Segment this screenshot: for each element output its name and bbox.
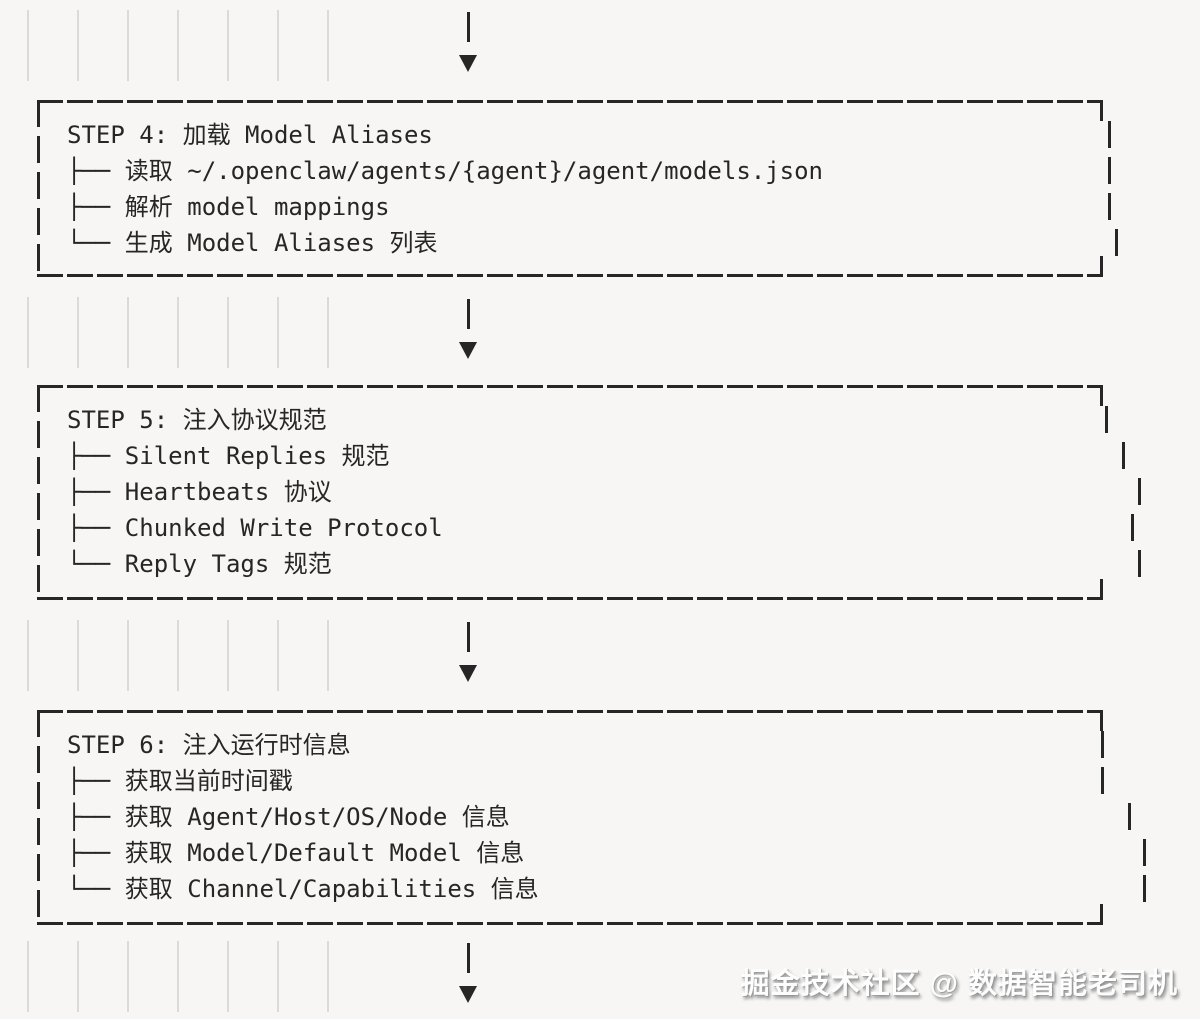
arrow-shaft xyxy=(466,943,470,973)
column-guide-line xyxy=(127,941,129,1012)
arrow-shaft xyxy=(466,299,470,329)
step5-title: STEP 5: 注入协议规范 xyxy=(67,406,327,434)
step5-item-3: ├── Chunked Write Protocol xyxy=(67,514,443,542)
arrow-shaft xyxy=(466,12,470,42)
box-border-right-tick xyxy=(1138,550,1141,577)
box-border-left xyxy=(37,385,40,600)
column-guide-line xyxy=(127,620,129,691)
step4-item-2: ├── 解析 model mappings xyxy=(67,193,390,221)
column-guide-line xyxy=(77,10,79,81)
column-guide-line xyxy=(177,941,179,1012)
box-border-right-tick xyxy=(1108,121,1111,148)
box-border-right-tick xyxy=(1115,229,1118,256)
arrow-down-icon xyxy=(457,299,479,359)
column-guide-line xyxy=(277,10,279,81)
arrow-head xyxy=(459,986,477,1003)
arrow-head xyxy=(459,342,477,359)
box-corner-top-right xyxy=(1100,385,1103,406)
step4-item-3: └── 生成 Model Aliases 列表 xyxy=(67,229,438,257)
box-border-top xyxy=(37,710,1103,713)
flow-connector-4-5 xyxy=(0,297,1200,377)
column-guide-line xyxy=(27,297,29,368)
column-guide-line xyxy=(327,941,329,1012)
arrow-shaft xyxy=(466,622,470,652)
column-guide-line xyxy=(327,10,329,81)
box-corner-bottom-right xyxy=(1100,256,1103,277)
box-border-bottom xyxy=(37,274,1103,277)
flow-connector-5-6 xyxy=(0,620,1200,700)
column-guide-line xyxy=(27,620,29,691)
step6-item-2: ├── 获取 Agent/Host/OS/Node 信息 xyxy=(67,803,510,831)
column-guide-line xyxy=(227,297,229,368)
box-border-left xyxy=(37,100,40,277)
box-border-right-tick xyxy=(1105,406,1108,433)
step4-box: STEP 4: 加载 Model Aliases ├── 读取 ~/.openc… xyxy=(37,100,1118,277)
column-guide-line xyxy=(277,941,279,1012)
step5-item-2: ├── Heartbeats 协议 xyxy=(67,478,332,506)
flow-connector-bottom xyxy=(0,941,1200,1019)
step6-item-1: ├── 获取当前时间戳 xyxy=(67,767,293,795)
box-border-bottom xyxy=(37,922,1103,925)
box-border-top xyxy=(37,100,1103,103)
box-border-right-tick xyxy=(1131,514,1134,541)
box-border-right-tick xyxy=(1143,839,1146,866)
box-border-right-tick xyxy=(1138,478,1141,505)
arrow-down-icon xyxy=(457,943,479,1003)
arrow-down-icon xyxy=(457,622,479,682)
step4-item-1: ├── 读取 ~/.openclaw/agents/{agent}/agent/… xyxy=(67,157,824,185)
box-border-top xyxy=(37,385,1103,388)
arrow-down-icon xyxy=(457,12,479,72)
column-guide-line xyxy=(77,297,79,368)
step6-item-3: ├── 获取 Model/Default Model 信息 xyxy=(67,839,525,867)
box-border-right-tick xyxy=(1122,442,1125,469)
box-corner-top-right xyxy=(1100,710,1103,731)
box-border-right-tick xyxy=(1101,767,1104,794)
column-guide-line xyxy=(77,620,79,691)
step6-title: STEP 6: 注入运行时信息 xyxy=(67,731,351,759)
step6-box: STEP 6: 注入运行时信息 ├── 获取当前时间戳 ├── 获取 Agent… xyxy=(37,710,1146,925)
column-guide-line xyxy=(27,10,29,81)
column-guides xyxy=(27,297,329,368)
box-border-left xyxy=(37,710,40,925)
column-guide-line xyxy=(177,10,179,81)
column-guide-line xyxy=(277,297,279,368)
arrow-head xyxy=(459,55,477,72)
step5-box: STEP 5: 注入协议规范 ├── Silent Replies 规范 ├──… xyxy=(37,385,1141,600)
box-border-right-tick xyxy=(1101,731,1104,758)
column-guide-line xyxy=(327,620,329,691)
box-border-right-tick xyxy=(1128,803,1131,830)
column-guide-line xyxy=(327,297,329,368)
box-border-bottom xyxy=(37,597,1103,600)
column-guide-line xyxy=(227,10,229,81)
column-guides xyxy=(27,941,329,1012)
box-corner-bottom-right xyxy=(1100,579,1103,600)
arrow-head xyxy=(459,665,477,682)
column-guide-line xyxy=(227,620,229,691)
column-guide-line xyxy=(177,620,179,691)
column-guide-line xyxy=(177,297,179,368)
box-corner-bottom-right xyxy=(1100,904,1103,925)
step6-item-4: └── 获取 Channel/Capabilities 信息 xyxy=(67,875,539,903)
watermark: 掘金技术社区 @ 数据智能老司机 xyxy=(740,968,1178,1000)
step4-title: STEP 4: 加载 Model Aliases xyxy=(67,121,433,149)
column-guide-line xyxy=(27,941,29,1012)
flow-connector-top xyxy=(0,10,1200,90)
column-guides xyxy=(27,10,329,81)
column-guide-line xyxy=(127,297,129,368)
box-border-right-tick xyxy=(1143,875,1146,902)
column-guide-line xyxy=(127,10,129,81)
column-guides xyxy=(27,620,329,691)
step5-item-4: └── Reply Tags 规范 xyxy=(67,550,332,578)
column-guide-line xyxy=(77,941,79,1012)
box-border-right-tick xyxy=(1108,157,1111,184)
column-guide-line xyxy=(277,620,279,691)
box-corner-top-right xyxy=(1100,100,1103,121)
column-guide-line xyxy=(227,941,229,1012)
step5-item-1: ├── Silent Replies 规范 xyxy=(67,442,390,470)
box-border-right-tick xyxy=(1108,193,1111,220)
